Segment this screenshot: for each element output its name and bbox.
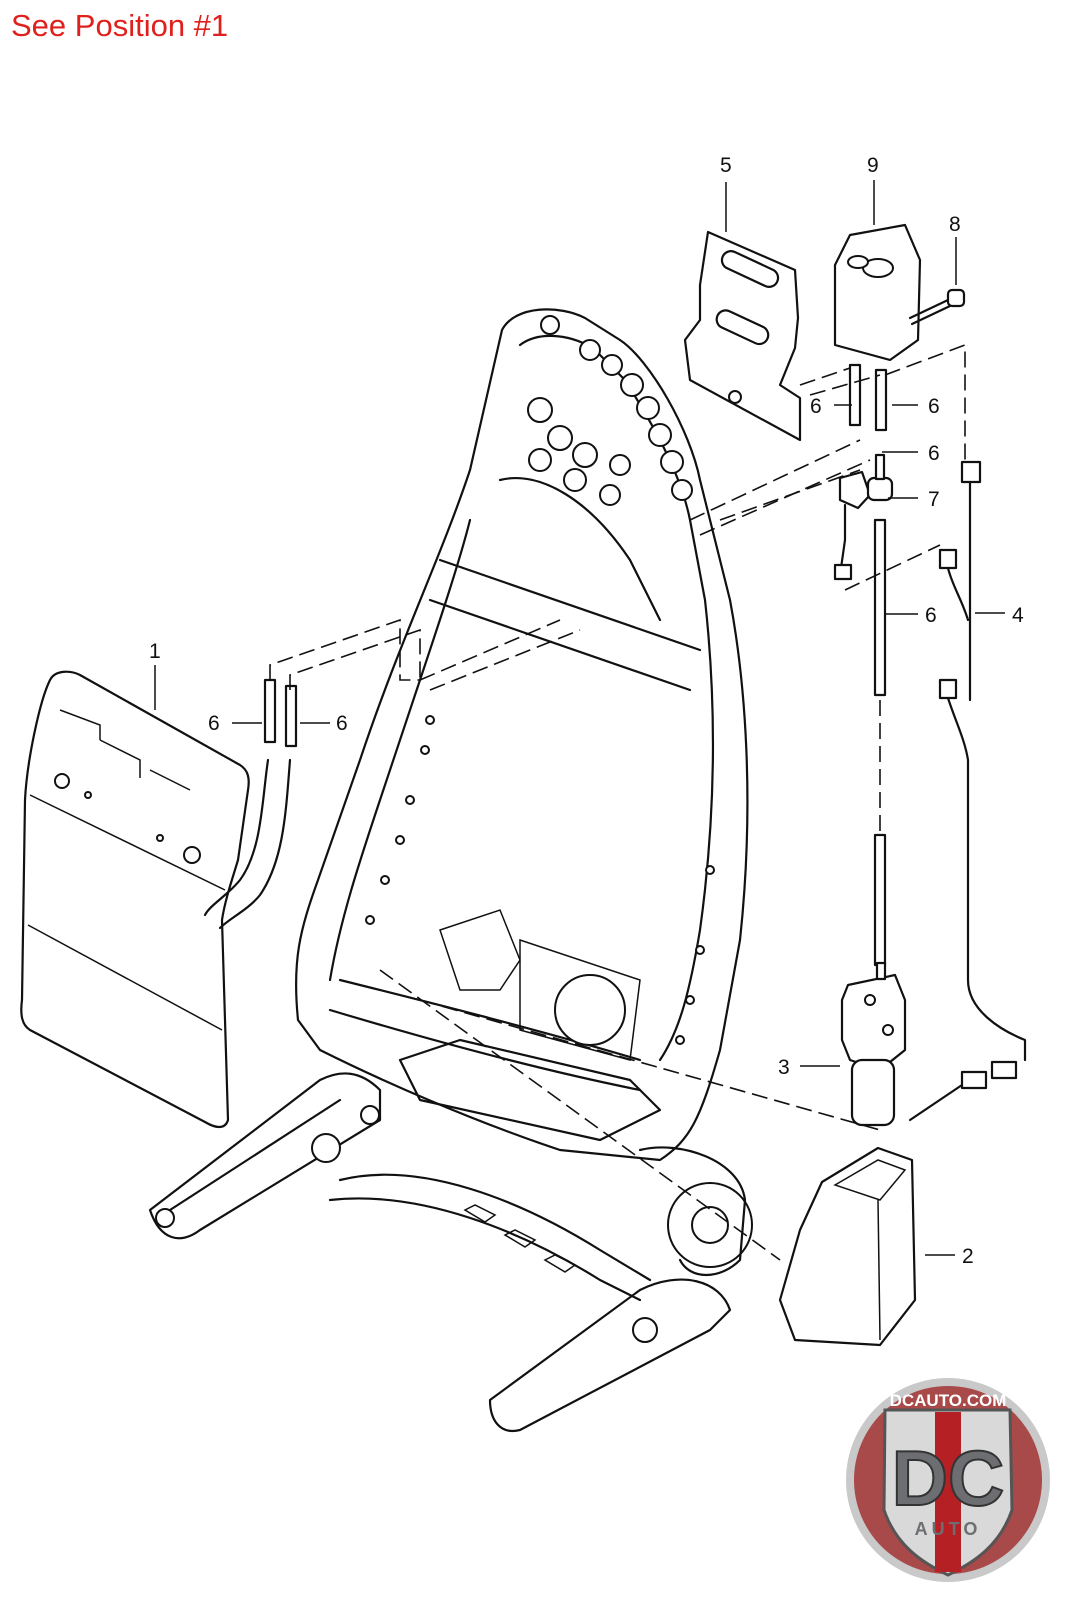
logo-top-text: DCAUTO.COM bbox=[890, 1391, 1007, 1410]
callout-1: 1 bbox=[149, 640, 161, 663]
callout-7: 7 bbox=[928, 488, 940, 511]
callout-6-long-tube: 6 bbox=[925, 604, 937, 627]
callout-2: 2 bbox=[962, 1245, 974, 1268]
dcauto-logo: DCAUTO.COM DC AUTO bbox=[846, 1378, 1050, 1582]
part-3-pump bbox=[840, 961, 907, 1127]
callout-3: 3 bbox=[778, 1056, 790, 1079]
callout-6-valve: 6 bbox=[928, 395, 940, 418]
logo-letters: DC bbox=[892, 1434, 1005, 1522]
assembly-lines bbox=[269, 343, 966, 1261]
part-5-bracket bbox=[683, 230, 802, 442]
callout-4: 4 bbox=[1012, 604, 1024, 627]
part-2-cover bbox=[778, 1146, 917, 1347]
part-6-tubes bbox=[873, 518, 887, 967]
callout-6-bracket: 6 bbox=[810, 395, 822, 418]
part-8-screw bbox=[908, 288, 966, 326]
callout-5: 5 bbox=[720, 154, 732, 177]
callout-labels: 1 6 6 5 9 8 6 6 6 7 6 4 3 2 bbox=[149, 154, 1024, 1268]
part-9-valve-block bbox=[833, 223, 922, 432]
seat-base-rails bbox=[148, 1072, 753, 1433]
part-7-connector bbox=[833, 453, 894, 581]
callout-6-tube: 6 bbox=[928, 442, 940, 465]
logo-bottom-text: AUTO bbox=[915, 1519, 982, 1539]
callout-6-left: 6 bbox=[208, 712, 220, 735]
part-1-mat bbox=[20, 670, 298, 1129]
header-note: See Position #1 bbox=[11, 8, 229, 43]
callout-8: 8 bbox=[949, 213, 961, 236]
callout-leaders bbox=[154, 180, 1005, 1256]
seat-backrest-frame bbox=[294, 308, 749, 1162]
part-4-wiring-harness bbox=[908, 460, 1027, 1122]
callout-9: 9 bbox=[867, 154, 879, 177]
callout-6-right: 6 bbox=[336, 712, 348, 735]
